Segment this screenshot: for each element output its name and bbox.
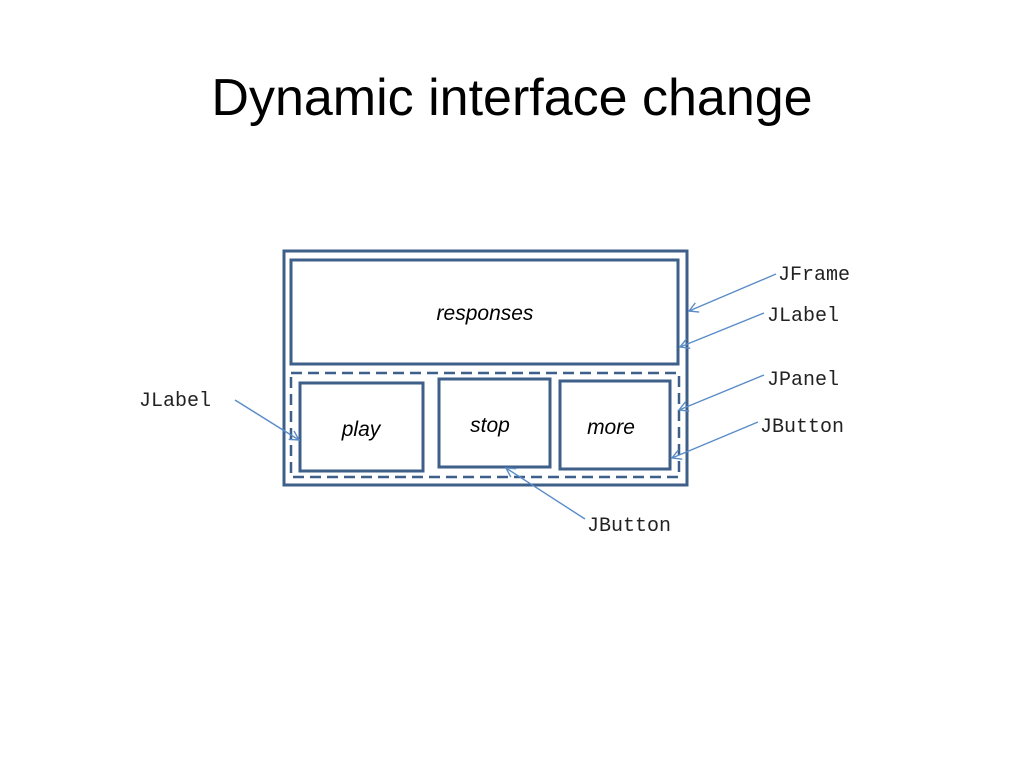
more-button-box: [558, 379, 672, 471]
callout-jframe: JFrame: [778, 264, 850, 287]
play-box: [298, 381, 425, 473]
callout-jlabel-play: JLabel: [139, 390, 211, 413]
slide-title: Dynamic interface change: [211, 69, 813, 127]
arrow-jframe: [687, 273, 777, 313]
stop-text: stop: [470, 414, 510, 437]
more-text: more: [587, 416, 635, 439]
jpanel-dashed-box: [289, 371, 681, 479]
stop-button-box: [437, 377, 552, 469]
callout-jbutton-stop: JButton: [587, 515, 671, 538]
callout-jpanel: JPanel: [767, 369, 839, 392]
callout-jbutton-more: JButton: [760, 416, 844, 439]
responses-box: [289, 258, 680, 366]
callout-jlabel-responses: JLabel: [767, 305, 839, 328]
responses-text: responses: [437, 302, 534, 325]
jframe-box: [282, 249, 689, 487]
arrow-jbutton-stop: [504, 467, 586, 520]
play-text: play: [341, 418, 382, 441]
arrow-jpanel: [677, 374, 765, 412]
arrow-jlabel-responses: [678, 312, 765, 349]
arrow-jlabel-play: [234, 399, 301, 441]
arrow-jbutton-more: [670, 421, 759, 460]
